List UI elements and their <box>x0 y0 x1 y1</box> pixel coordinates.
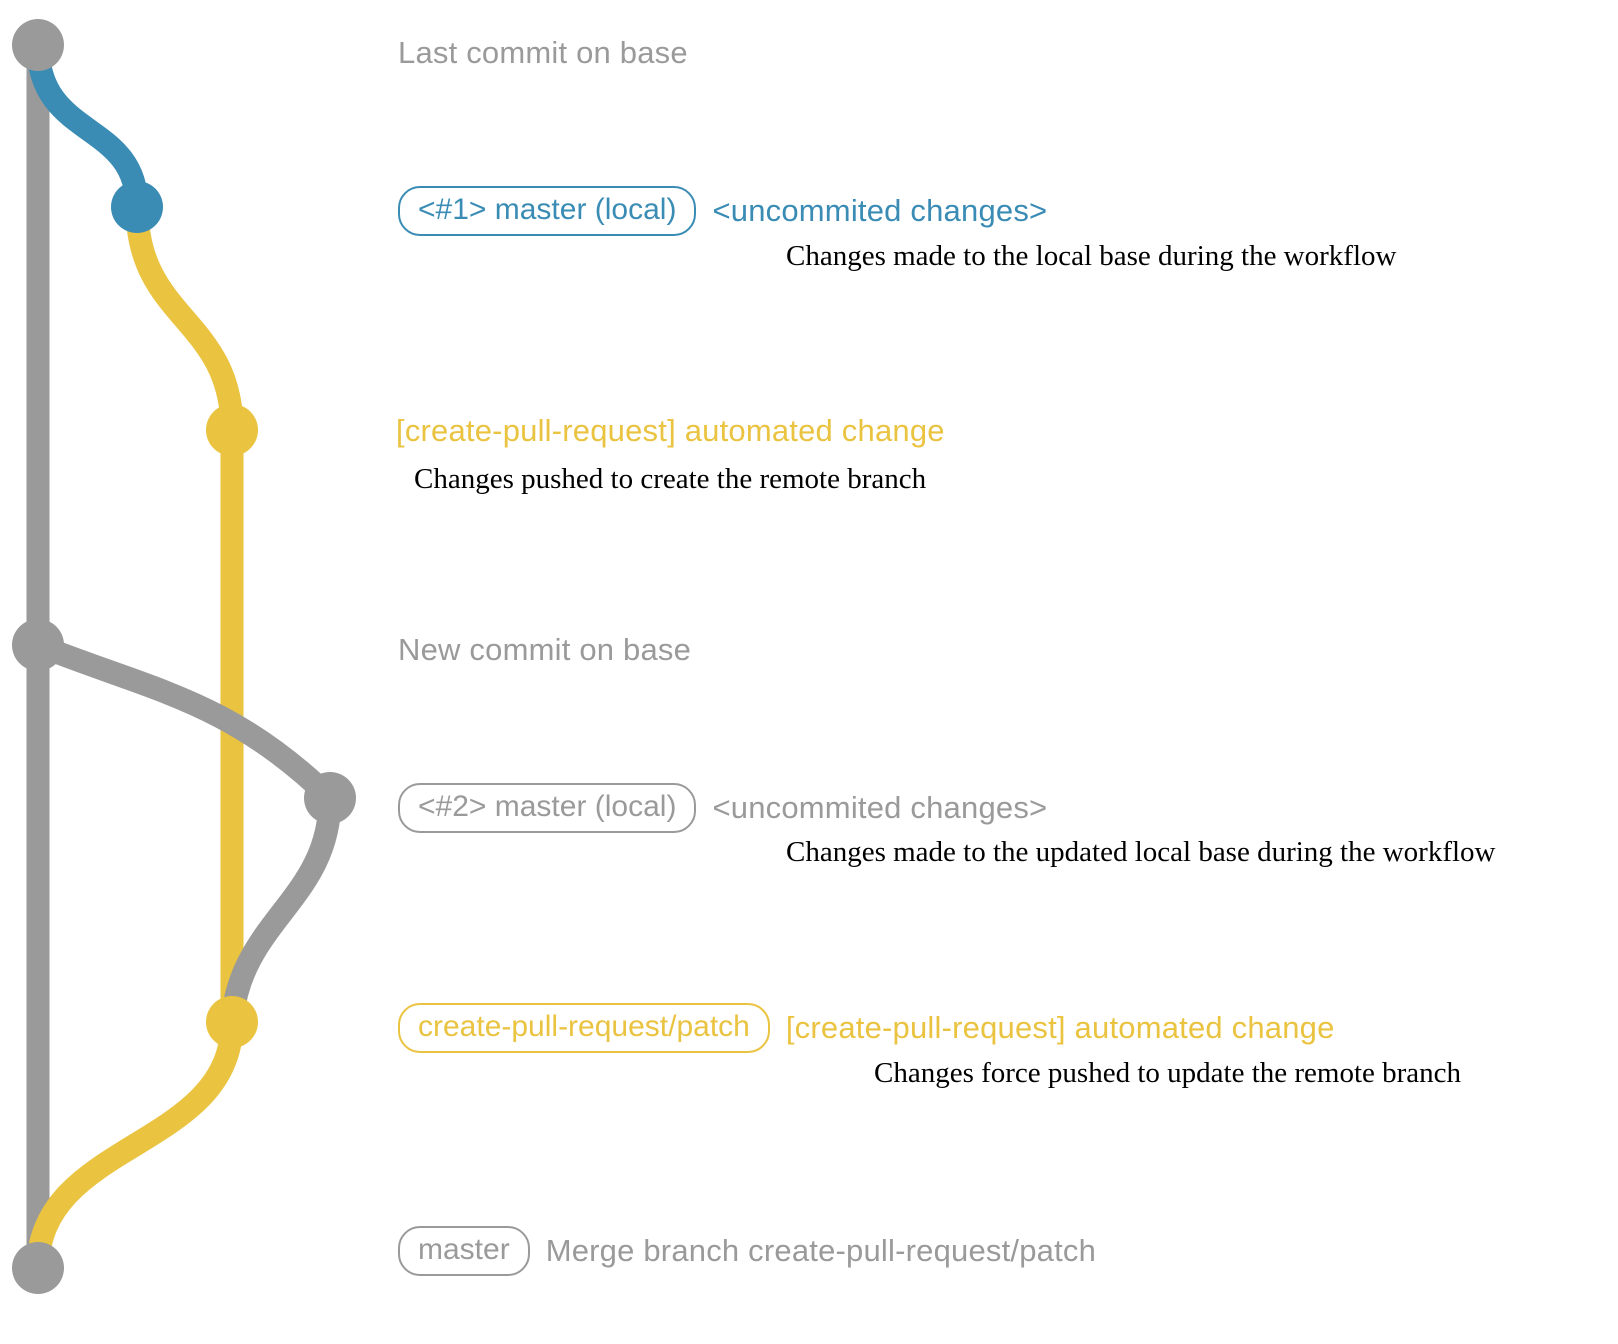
local-to-patch-line <box>220 786 342 1034</box>
ref-badge-patch-branch[interactable]: create-pull-request/patch <box>398 1003 770 1053</box>
row-automated-change-1: [create-pull-request] automated change <box>396 413 945 449</box>
caption-local-1: Changes made to the local base during th… <box>786 240 1397 272</box>
row-local-2: <#2> master (local) <uncommited changes> <box>398 783 1047 833</box>
commit-node-local-1[interactable] <box>111 181 163 233</box>
commit-message-new-commit-on-base: New commit on base <box>398 632 692 667</box>
commit-message-local-1: <uncommited changes> <box>712 193 1048 228</box>
commit-node-patch-1[interactable] <box>206 404 258 456</box>
caption-automated-change-1: Changes pushed to create the remote bran… <box>414 463 927 495</box>
commit-node-local-2[interactable] <box>304 772 356 824</box>
row-last-commit-on-base: Last commit on base <box>398 35 688 71</box>
commit-graph <box>12 19 356 1294</box>
row-new-commit-on-base: New commit on base <box>398 632 691 668</box>
row-patch-branch: create-pull-request/patch [create-pull-r… <box>398 1003 1335 1053</box>
commit-message-local-2: <uncommited changes> <box>712 790 1048 825</box>
patch-merge-line <box>26 1010 244 1280</box>
ref-badge-local-1[interactable]: <#1> master (local) <box>398 186 697 236</box>
commit-message-automated-change-1: [create-pull-request] automated change <box>396 413 945 448</box>
row-master-merge: master Merge branch create-pull-request/… <box>398 1226 1096 1276</box>
ref-badge-local-2[interactable]: <#2> master (local) <box>398 783 697 833</box>
row-local-1: <#1> master (local) <uncommited changes> <box>398 186 1047 236</box>
commit-node-base-last[interactable] <box>12 19 64 71</box>
commit-node-base-new[interactable] <box>12 619 64 671</box>
local-branch-line-2 <box>26 633 342 810</box>
commit-message-last-commit-on-base: Last commit on base <box>398 35 688 70</box>
local-branch-line-1 <box>26 33 149 219</box>
patch-branch-line-1 <box>125 195 244 442</box>
caption-local-2: Changes made to the updated local base d… <box>786 836 1496 868</box>
commit-node-master-merge[interactable] <box>12 1242 64 1294</box>
commit-node-patch-2[interactable] <box>206 996 258 1048</box>
commit-message-patch-branch: [create-pull-request] automated change <box>785 1010 1335 1045</box>
commit-message-master-merge: Merge branch create-pull-request/patch <box>545 1233 1097 1268</box>
caption-patch-branch: Changes force pushed to update the remot… <box>874 1057 1462 1089</box>
ref-badge-master[interactable]: master <box>398 1226 530 1276</box>
